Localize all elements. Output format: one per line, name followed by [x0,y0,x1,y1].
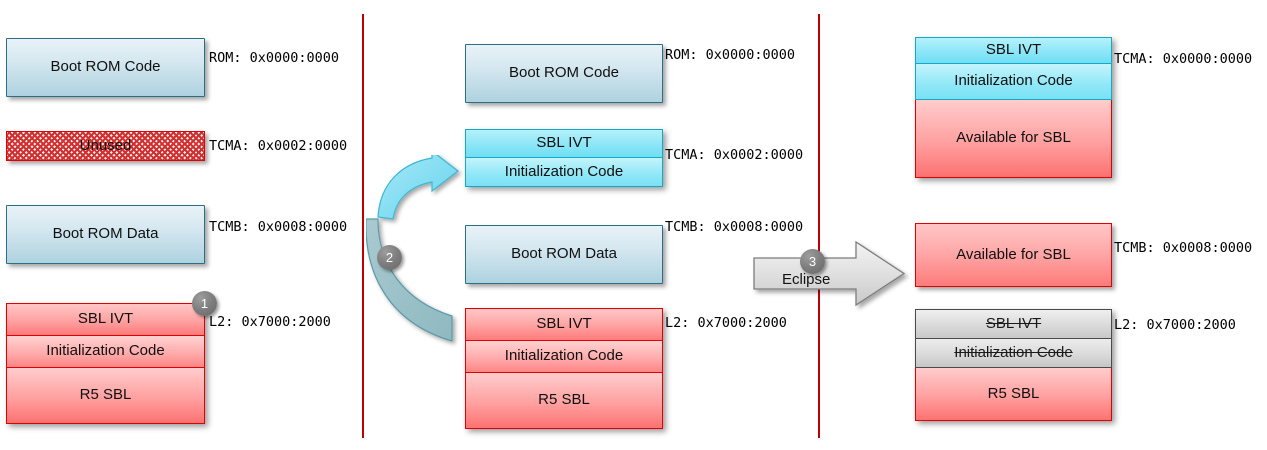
block-initialization-code-stage1: Initialization Code [6,336,205,368]
step-badge-1: 1 [192,291,217,316]
block-initialization-code-tcma-stage3: Initialization Code [915,64,1112,100]
block-boot-rom-data-stage1: Boot ROM Data [6,205,205,264]
stack-tcma-stage3: SBL IVT Initialization Code Available fo… [915,37,1112,178]
block-r5-sbl-stage2: R5 SBL [465,373,663,429]
address-tcmb-stage2: TCMB: 0x0008:0000 [665,219,804,235]
address-tcma-stage1: TCMA: 0x0002:0000 [209,138,348,154]
address-rom-stage2: ROM: 0x0000:0000 [665,47,796,63]
block-boot-rom-data-stage2: Boot ROM Data [465,225,663,284]
address-tcmb-stage1: TCMB: 0x0008:0000 [209,219,348,235]
block-available-for-sbl-tcma-stage3: Available for SBL [915,100,1112,178]
address-tcma-stage2: TCMA: 0x0002:0000 [665,147,804,163]
address-l2-stage2: L2: 0x7000:2000 [665,315,787,331]
block-unused-stage1: Unused [6,131,205,161]
column-divider-1 [362,14,364,438]
address-tcma-stage3: TCMA: 0x0000:0000 [1114,51,1253,67]
stack-sbl-stage2: SBL IVT Initialization Code R5 SBL [465,308,663,429]
block-r5-sbl-stage3: R5 SBL [915,368,1112,421]
block-boot-rom-code-stage1: Boot ROM Code [6,38,205,97]
stack-sbl-ivt-tcma-stage2: SBL IVT Initialization Code [465,129,663,187]
block-sbl-ivt-stage1: SBL IVT [6,303,205,336]
address-tcmb-stage3: TCMB: 0x0008:0000 [1114,240,1253,256]
step-badge-3: 3 [800,249,825,274]
block-sbl-ivt-l2-stage2: SBL IVT [465,308,663,341]
block-available-for-sbl-tcmb-stage3: Available for SBL [915,223,1112,287]
block-initialization-code-l2-stage2: Initialization Code [465,341,663,373]
address-rom-stage1: ROM: 0x0000:0000 [209,50,340,66]
stack-l2-stage3: SBL IVT Initialization Code R5 SBL [915,309,1112,421]
block-r5-sbl-stage1: R5 SBL [6,368,205,424]
address-l2-stage3: L2: 0x7000:2000 [1114,317,1236,333]
block-boot-rom-code-stage2: Boot ROM Code [465,44,663,103]
column-divider-2 [818,14,820,438]
block-sbl-ivt-tcma-stage2: SBL IVT [465,129,663,158]
block-initialization-code-tcma-stage2: Initialization Code [465,158,663,187]
block-initialization-code-l2-eclipsed-stage3: Initialization Code [915,339,1112,368]
block-sbl-ivt-l2-eclipsed-stage3: SBL IVT [915,309,1112,339]
eclipse-block-arrow [752,240,910,312]
step-badge-2: 2 [377,245,402,270]
eclipse-arrow-label: Eclipse [782,271,831,288]
block-sbl-ivt-tcma-stage3: SBL IVT [915,37,1112,64]
stack-sbl-stage1: SBL IVT Initialization Code R5 SBL [6,303,205,424]
address-l2-stage1: L2: 0x7000:2000 [209,314,331,330]
